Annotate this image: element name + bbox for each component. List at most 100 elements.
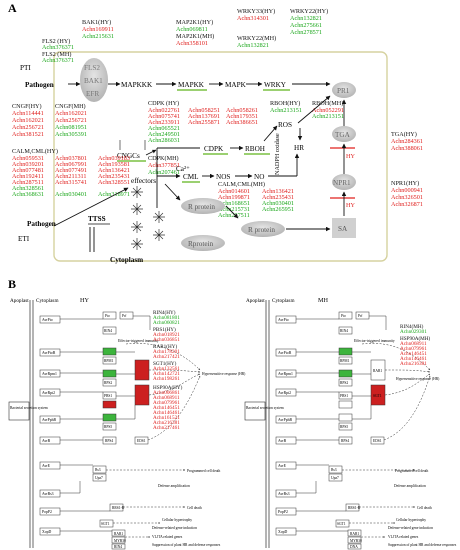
- calm-hy-header: CALM,CML(HY): [12, 148, 58, 155]
- box-label: Upa7: [95, 476, 103, 480]
- pathway-labels: Effector-triggered immunity Hypersensiti…: [354, 339, 457, 547]
- box-label: RPS4: [105, 439, 113, 443]
- pcd-text: Programmed cell death: [187, 469, 221, 473]
- cdpk-lists: CDPK (HY) Achn022761 Achn075741 Achn2339…: [148, 100, 258, 176]
- panel-b-left: Apoplast Cytoplasm HY Bacterial secretio…: [8, 297, 246, 550]
- box-label: RRS1-R: [112, 506, 125, 510]
- arrow: [225, 205, 239, 219]
- box-label: AvrRpm1: [42, 372, 57, 376]
- protein-labels: Pto Prf RIN4 RPM1 RPS2 PBS1 RPS5 RPS4 ED…: [95, 314, 146, 549]
- cngcs-node: CNGCs: [117, 152, 140, 160]
- bacterial-label: Bacterial secretion system: [10, 406, 48, 410]
- apoplast-label: Apoplast: [10, 298, 29, 304]
- box-label: RPS5: [340, 425, 348, 429]
- cell-death-text: Cell death: [417, 506, 432, 510]
- rin4-header: RIN4(HY): [153, 309, 176, 316]
- mapkk-node: MAPKK: [178, 81, 205, 89]
- gene: Achn146461: [153, 410, 180, 416]
- gene: Achn075741: [148, 113, 180, 120]
- gene: Achn199871: [218, 194, 250, 201]
- gene: Achn284361: [391, 138, 423, 145]
- box-label: Bs3: [331, 468, 337, 472]
- gene: Achn318971: [98, 191, 130, 198]
- gene: Achn381521: [12, 131, 44, 138]
- gene: Achn081951: [55, 124, 87, 131]
- pr1-node: PR1: [337, 87, 350, 95]
- box-label: AvrPtoB: [42, 351, 56, 355]
- box-label: PopP2: [42, 510, 52, 514]
- panel-a: A FLS2 (HY) Achn376371 FLS2 (MH) Achn376…: [8, 1, 423, 264]
- rin4-mh-header: RIN4(MH): [400, 323, 424, 330]
- box-label: RAR1: [350, 532, 359, 536]
- box-label: SGT1: [373, 394, 382, 398]
- npr1-header: NPR1(HY): [391, 180, 419, 187]
- pathogen-label: Pathogen: [25, 81, 54, 89]
- hsp90-mh-header: HSP90A(MH): [400, 335, 431, 342]
- gene: Achn193581: [98, 161, 130, 168]
- gene: Achn287511: [12, 179, 44, 186]
- gene: Achn192411: [12, 173, 44, 180]
- gene: Achn162021: [55, 110, 87, 117]
- gene: Achn079961: [400, 346, 427, 352]
- protein-boxes: [92, 311, 150, 550]
- hy-tag-2: HY: [346, 202, 355, 209]
- gene: Achn278571: [290, 29, 322, 36]
- wrky-node: WRKY: [264, 81, 287, 89]
- box-label: Bs3: [95, 468, 101, 472]
- defense-gene-text: Defense-related gene induction: [152, 526, 197, 530]
- effector-stars: [131, 186, 165, 250]
- wrky22-mh-header: WRKY22(MH): [237, 35, 276, 42]
- gene: Achn132561: [153, 366, 180, 372]
- hsp90-header: HSP90A(HY): [153, 384, 183, 391]
- box-label: AvrB: [278, 439, 287, 443]
- tga-ellipse: [332, 126, 356, 142]
- box-label: XopD: [42, 530, 52, 534]
- gene: Achn022761: [148, 107, 180, 114]
- box-label: AvrE: [42, 464, 51, 468]
- cdpk-node: CDPK: [204, 145, 224, 153]
- gene: Achn018921: [153, 332, 180, 338]
- box-label: XopD: [278, 530, 288, 534]
- bak1-node: BAK1: [84, 77, 103, 85]
- gene: Achn067991: [55, 161, 87, 168]
- box-label: AvrPto: [42, 318, 53, 322]
- eti-text: Effector-triggered immunity: [354, 339, 395, 343]
- gene: Achn216381: [153, 420, 180, 426]
- cytoplasm-label-b: Cytoplasm: [36, 298, 58, 304]
- no-node: NO: [254, 173, 264, 181]
- gene: Achn213151: [312, 113, 344, 120]
- gene: Achn161521: [153, 415, 180, 421]
- gene: Achn287511: [218, 212, 250, 219]
- box-label: RAR1: [114, 532, 123, 536]
- sa-node: SA: [338, 225, 348, 233]
- box-label: AvrBs3: [42, 492, 54, 496]
- arrow: [53, 187, 129, 227]
- gene: Achn132821: [290, 15, 322, 22]
- effector-labels: AvrPto AvrPtoB AvrRpm1 AvrRpt2 AvrPphB A…: [42, 318, 57, 534]
- hy-tag-1: HY: [346, 153, 355, 160]
- cngf-mh-header: CNGF(MH): [55, 103, 86, 110]
- cdpk-hy-header: CDPK (HY): [148, 100, 179, 107]
- gene: Achn305391: [55, 131, 87, 138]
- bacterial-label: Bacterial secretion system: [246, 406, 284, 410]
- rprotein1-node: R protein: [188, 203, 215, 211]
- gene: Achn217461: [153, 425, 180, 431]
- box-label: RPM1: [104, 359, 114, 363]
- panel-b: B Apoplast Cytoplasm HY Bacterial secret…: [8, 277, 457, 550]
- map2k1-mh-header: MAP2K1(MH): [176, 33, 214, 40]
- pathway-labels: Effector-triggered immunity Hypersensiti…: [118, 339, 246, 547]
- sgt1-header: SGT1(HY): [153, 360, 177, 367]
- box-label: PBS1: [104, 394, 112, 398]
- suppression-text: Suppression of plant HR and defense resp…: [388, 543, 457, 547]
- gene: Achn069811: [176, 26, 208, 33]
- pbs1-header: PBS1(HY): [153, 326, 176, 333]
- dna-amp-text: Defense amplification: [158, 484, 190, 488]
- box-label: Pto: [341, 314, 346, 318]
- hr-node: HR: [294, 144, 304, 152]
- gene: Achn207461: [148, 169, 180, 176]
- suppression-text: Suppression of plant HR and defense resp…: [152, 543, 221, 547]
- box-label: AvrRpt2: [278, 391, 291, 395]
- fls2-mh-header: FLS2 (MH): [42, 51, 71, 58]
- gene: Achn215631: [82, 33, 114, 40]
- arrow: [145, 149, 157, 156]
